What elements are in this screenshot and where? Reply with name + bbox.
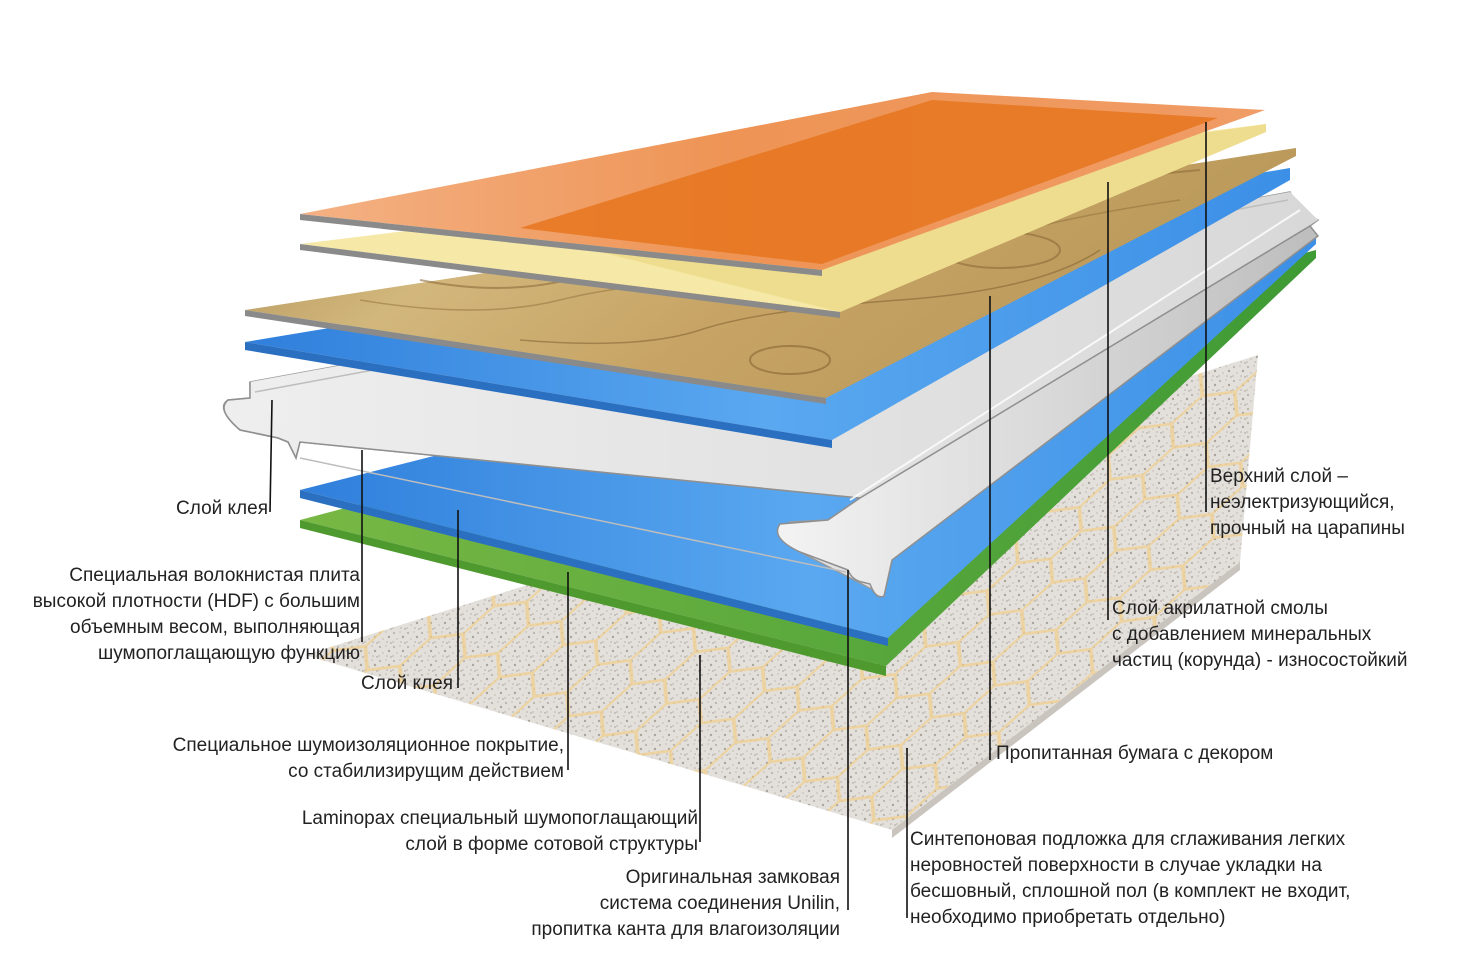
leader-lines	[269, 122, 1207, 918]
label-glue-top: Слой клея	[176, 498, 268, 519]
label-underlay: Синтепоновая подложка для сглаживания ле…	[910, 829, 1351, 928]
label-acrylic: Слой акрилатной смолы с добавлением мине…	[1112, 598, 1408, 671]
label-noise-coating: Специальное шумоизоляционное покрытие, с…	[172, 735, 564, 782]
label-decor-paper: Пропитанная бумага с декором	[996, 743, 1274, 764]
leader-glue-top	[269, 399, 273, 513]
label-lock: Оригинальная замковая система соединения…	[531, 867, 840, 940]
label-top-layer: Верхний слой – неэлектризующийся, прочны…	[1210, 466, 1405, 539]
top-protective-layer	[300, 92, 1265, 276]
label-glue-bottom: Слой клея	[361, 673, 453, 694]
label-laminopax: Laminopax специальный шумопоглащающий сл…	[301, 808, 698, 855]
label-hdf: Специальная волокнистая плита высокой пл…	[32, 565, 360, 664]
